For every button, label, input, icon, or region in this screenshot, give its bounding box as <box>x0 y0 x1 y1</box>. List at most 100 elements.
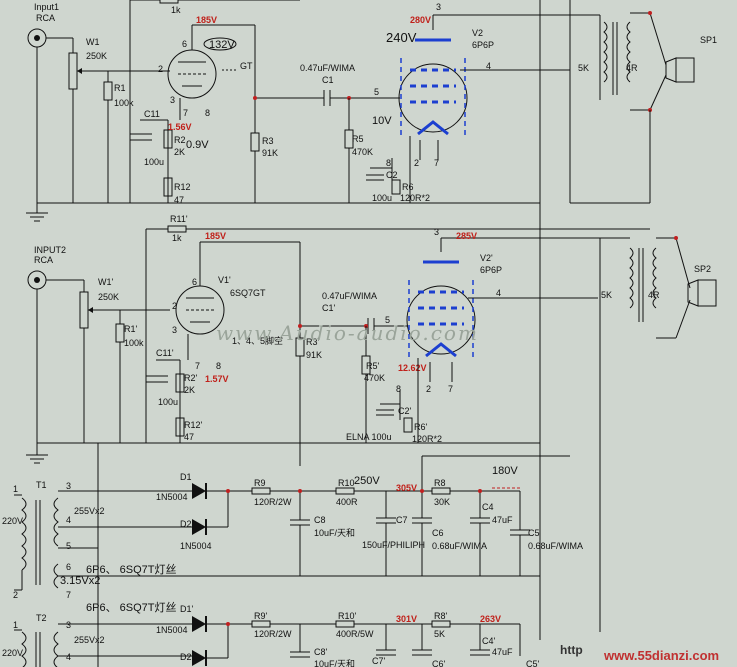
r2b-value: 2K <box>184 385 195 395</box>
r6b <box>403 417 413 433</box>
d1-label: D1 <box>180 472 192 482</box>
r6b-label: R6' <box>414 422 428 432</box>
r2-label: R2 <box>174 135 186 145</box>
v-10: 10V <box>372 115 392 127</box>
diode-d1b <box>192 616 206 632</box>
c8-value: 10uF/天和 <box>314 528 355 538</box>
sp2-label: SP2 <box>694 264 711 274</box>
r5-value: 470K <box>352 147 373 157</box>
r6-label: R6 <box>402 182 414 192</box>
channel-1: Input1 RCA W1 250K R1 100k 6 2 3 7 8 <box>26 0 717 222</box>
diode-d2b <box>192 650 206 666</box>
c8b-label: C8' <box>314 647 328 657</box>
r1b-label: R1' <box>124 324 138 334</box>
svg-text:5: 5 <box>385 315 390 325</box>
d1-value: 1N5004 <box>156 492 188 502</box>
svg-text:4: 4 <box>486 61 491 71</box>
c1-value: 0.47uF/WIMA <box>300 63 355 73</box>
svg-text:4: 4 <box>66 515 71 525</box>
r2b <box>175 373 185 393</box>
r8b <box>431 620 451 628</box>
svg-text:6: 6 <box>182 39 187 49</box>
t2-label: T2 <box>36 613 47 623</box>
v-185-1: 185V <box>196 15 217 25</box>
c2b-value: ELNA 100u <box>346 432 392 442</box>
r2-value: 2K <box>174 147 185 157</box>
c2b-label: C2' <box>398 406 412 416</box>
c1b-value: 0.47uF/WIMA <box>322 291 377 301</box>
r6-value: 120R*2 <box>400 193 430 203</box>
rca-jack-2-center <box>34 277 40 283</box>
c5b-label: C5' <box>526 659 540 667</box>
d2b-label: D2' <box>180 652 194 662</box>
r11b-label: R11' <box>170 214 188 224</box>
svg-text:8: 8 <box>386 158 391 168</box>
svg-text:2: 2 <box>414 158 419 168</box>
svg-text:4: 4 <box>66 652 71 662</box>
t1-primary <box>21 497 27 571</box>
input2-title: INPUT2 <box>34 245 66 255</box>
c5-label: C5 <box>528 528 540 538</box>
output-transformer-1-secondary <box>626 21 631 83</box>
r10-value: 400R <box>336 497 358 507</box>
tube-v1 <box>167 49 217 99</box>
c7-value: 150uF/PHILIPH <box>362 540 425 550</box>
v-305: 305V <box>396 483 417 493</box>
c4-label: C4 <box>482 502 494 512</box>
v2-type: 6P6P <box>472 40 494 50</box>
mains-2: 220V <box>2 648 23 658</box>
c1b-label: C1' <box>322 303 336 313</box>
t1-secondary <box>53 497 59 547</box>
svg-text:2: 2 <box>158 64 163 74</box>
c8-label: C8 <box>314 515 326 525</box>
diode-d1 <box>192 483 206 499</box>
r8b-label: R8' <box>434 611 448 621</box>
r1b <box>115 323 125 343</box>
pin-note: 1、4、5脚空 <box>232 335 283 346</box>
input2-type: RCA <box>34 255 53 265</box>
r12b-label: R12' <box>184 420 203 430</box>
svg-text:3: 3 <box>436 2 441 12</box>
svg-text:2: 2 <box>13 590 18 600</box>
d2-value: 1N5004 <box>180 541 212 551</box>
c11-label: C11 <box>144 109 160 119</box>
t2-secondary <box>53 631 59 667</box>
hv-2: 255Vx2 <box>74 635 105 645</box>
r3b-value: 91K <box>306 350 322 360</box>
svg-text:3: 3 <box>434 227 439 237</box>
r8-label: R8 <box>434 478 446 488</box>
v-185-2: 185V <box>205 231 226 241</box>
r3-label: R3 <box>262 136 274 146</box>
r11 <box>159 0 179 4</box>
c7-label: C7 <box>396 515 408 525</box>
xf1-secondary: 4R <box>626 63 638 73</box>
c8b-value: 10uF/天和 <box>314 659 355 667</box>
speaker-2-icon <box>687 279 699 307</box>
c5-value: 0.68uF/WIMA <box>528 541 583 551</box>
heater-1: 6P6、 6SQ7T灯丝 <box>86 563 176 576</box>
site-url: www.55dianzi.com <box>603 648 719 663</box>
output-transformer-2-secondary <box>652 247 657 309</box>
v-1262: 12.62V <box>398 363 427 373</box>
r12b <box>175 417 185 437</box>
output-transformer-2-primary <box>629 247 634 309</box>
r5-label: R5 <box>352 134 364 144</box>
tube-v2b <box>406 285 476 355</box>
r10b-label: R10' <box>338 611 357 621</box>
c4b-label: C4' <box>482 636 496 646</box>
t1-label: T1 <box>36 480 47 490</box>
r3b-label: R3' <box>306 337 320 347</box>
svg-text:6: 6 <box>192 277 197 287</box>
svg-text:8: 8 <box>205 108 210 118</box>
speaker-1-icon <box>665 57 677 83</box>
r1 <box>103 81 113 101</box>
r1-value: 100k <box>114 98 134 108</box>
hv-1: 255Vx2 <box>74 506 105 516</box>
svg-text:2: 2 <box>426 384 431 394</box>
r10 <box>335 487 355 495</box>
r2b-label: R2' <box>184 373 198 383</box>
r12b-value: 47 <box>184 432 194 442</box>
c6-label: C6 <box>432 528 444 538</box>
v-180: 180V <box>492 465 518 477</box>
